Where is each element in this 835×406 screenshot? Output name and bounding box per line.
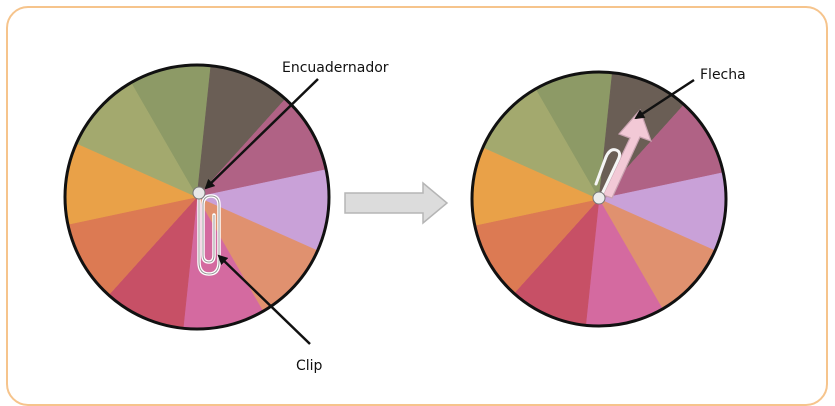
flecha-pointer-line: [634, 78, 695, 120]
paperclip-icon: [197, 188, 221, 276]
spinner-diagram: Encuadernador Clip Flecha: [63, 60, 746, 374]
right-paperclip-icon: [594, 148, 622, 198]
left-fastener-icon: [192, 186, 206, 200]
right-fastener-icon: [592, 191, 606, 205]
encuadernador-label: Encuadernador: [282, 60, 389, 76]
left-spinner-wheel: [63, 63, 331, 331]
paper-arrow-pointer-icon: [602, 108, 652, 199]
right-wheel-outline: [470, 70, 728, 328]
transition-arrow-icon: [344, 181, 449, 225]
clip-pointer-line: [217, 254, 311, 345]
left-wheel-outline: [63, 63, 331, 331]
encuadernador-pointer-line: [204, 78, 319, 190]
right-spinner-wheel: [470, 70, 728, 328]
right-wheel-segments: [472, 72, 726, 326]
left-wheel-segments: [65, 65, 329, 329]
clip-label: Clip: [296, 358, 323, 374]
flecha-label: Flecha: [700, 67, 746, 83]
